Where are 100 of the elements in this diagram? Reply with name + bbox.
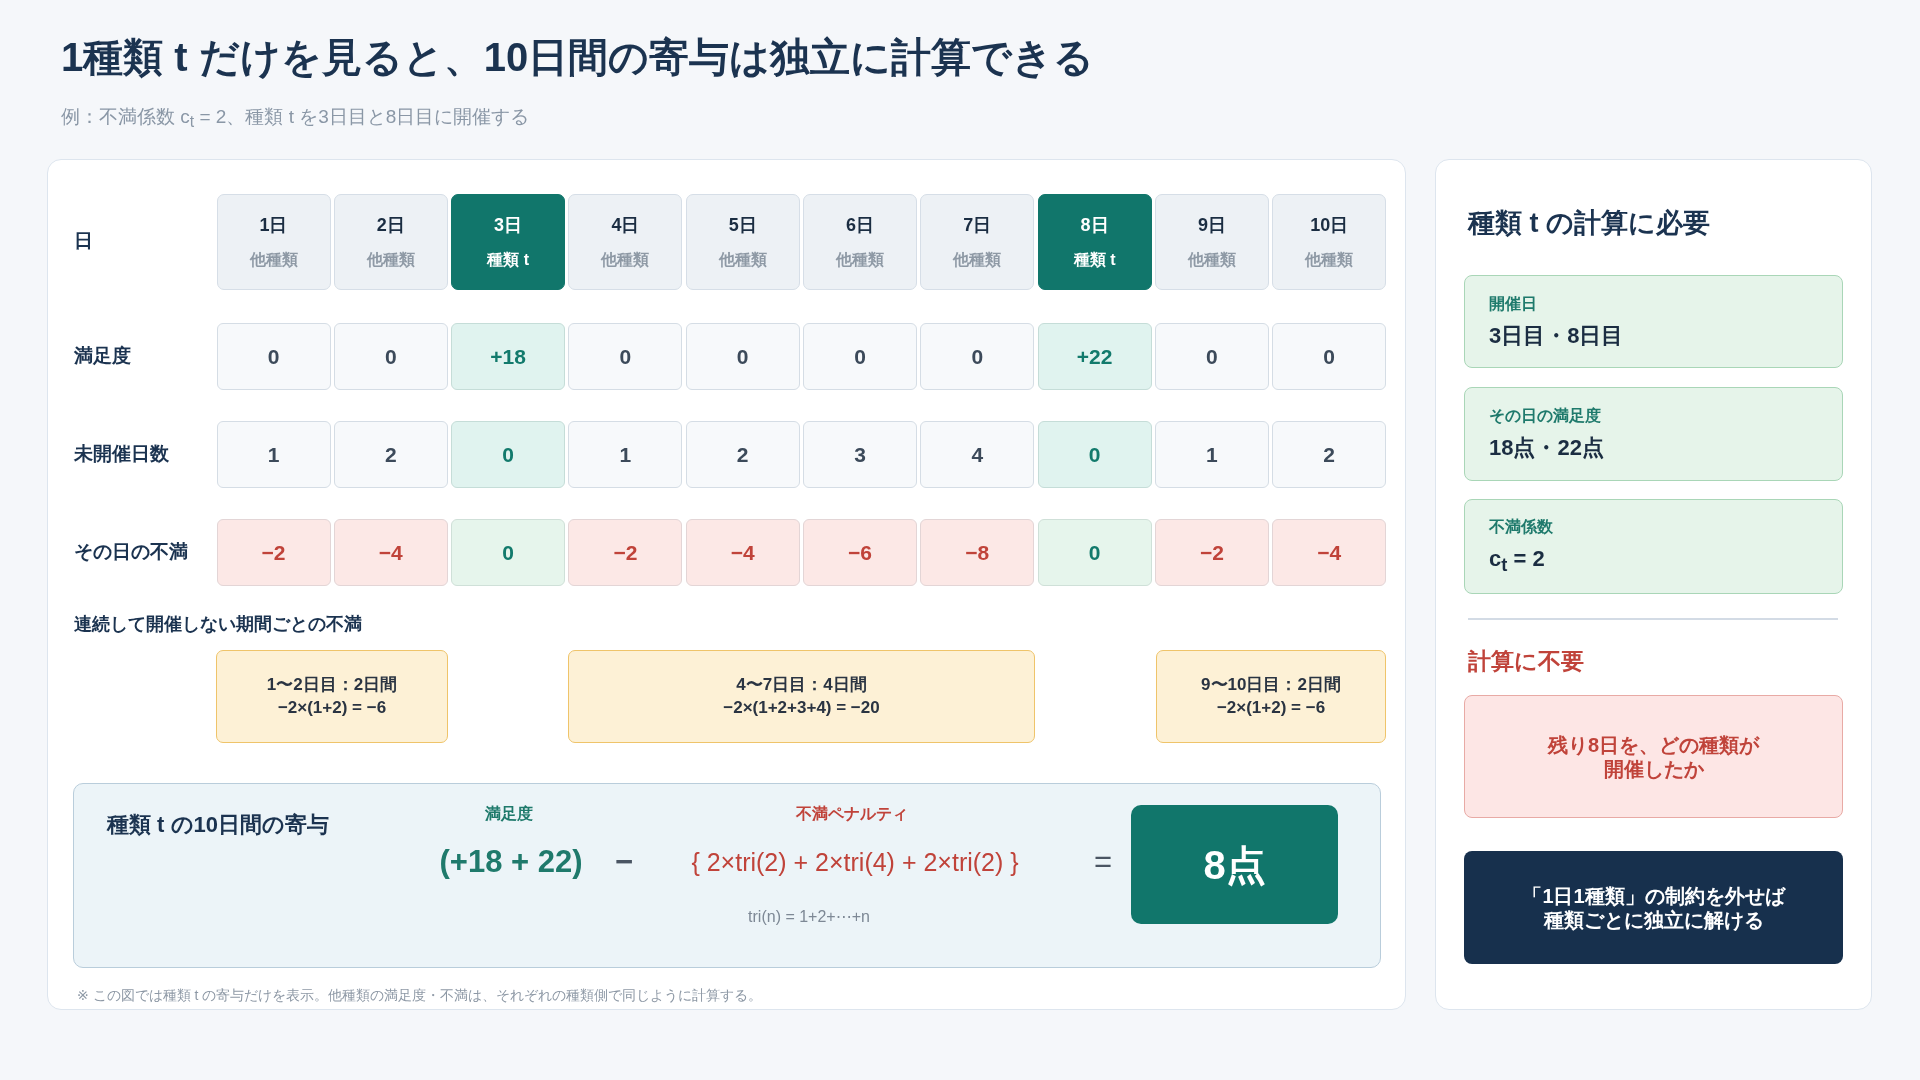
value-cell — [1154, 323, 1269, 390]
day-label: 8日 — [1080, 214, 1109, 237]
formula-note: tri(n) = 1+2+⋯+n — [748, 907, 870, 927]
period-card — [216, 650, 448, 743]
term-caption: 満足度 — [485, 804, 533, 824]
info-card — [1464, 275, 1843, 368]
penalty-cell — [685, 519, 800, 586]
value-cell — [685, 323, 800, 390]
value-text: 0 — [502, 441, 514, 468]
value-text: 0 — [1088, 441, 1101, 468]
penalty-value: 0 — [1088, 539, 1101, 566]
value-text: 1 — [267, 441, 280, 468]
period-range: 9〜10日目：2日間 — [1201, 675, 1341, 696]
content-panel — [47, 159, 1406, 1010]
type-label: 他種類 — [601, 250, 650, 270]
value-cell — [333, 421, 448, 488]
penalty-value: −4 — [378, 539, 403, 566]
penalty-cell — [920, 519, 1035, 586]
value-cell — [920, 421, 1035, 488]
value-text: 2 — [384, 441, 397, 468]
day-label: 10日 — [1310, 214, 1349, 237]
penalty-formula: { 2×tri(2) + 2×tri(4) + 2×tri(2) } — [691, 847, 1019, 877]
minus-sign: − — [614, 843, 634, 881]
value-text: 2 — [1323, 441, 1336, 468]
type-label: 他種類 — [836, 250, 884, 270]
day-header-cell — [920, 194, 1035, 290]
type-label: 他種類 — [953, 250, 1002, 270]
value-cell — [216, 421, 331, 488]
highlighted-day-cell — [1037, 194, 1152, 290]
equals-sign: = — [1093, 843, 1113, 881]
penalty-value: −4 — [1317, 539, 1342, 566]
info-value: 3日目・8日目 — [1489, 322, 1624, 350]
penalty-cell — [216, 519, 331, 586]
subtitle: 例：不満係数 c$_{t}$ = 2、種類 t を3日目と8日目に開催する — [61, 105, 530, 133]
value-text: 3 — [854, 441, 866, 468]
day-label: 4日 — [611, 214, 640, 237]
day-header-cell — [1154, 194, 1269, 290]
row-label: 満足度 — [74, 344, 131, 368]
value-cell — [216, 323, 331, 390]
penalty-value: 0 — [502, 539, 514, 566]
value-text: 0 — [267, 343, 280, 370]
day-label: 1日 — [259, 214, 288, 237]
type-label: 他種類 — [1305, 250, 1354, 270]
value-cell — [803, 323, 917, 390]
penalty-value: −6 — [848, 539, 872, 566]
day-header-cell — [568, 194, 683, 290]
period-formula: −2×(1+2) = −6 — [1216, 697, 1326, 718]
penalty-value: −4 — [730, 539, 755, 566]
conclusion-banner — [1464, 851, 1843, 964]
footnote-text: ※ この図では種類 t の寄与だけを表示。他種類の満足度・不満は、それぞれの種類側で同じように計算する。 — [77, 986, 763, 1004]
value-text: 0 — [854, 343, 866, 370]
conclusion-text: 「1日1種類」の制約を外せば種類ごとに独立に解ける — [1521, 883, 1787, 932]
side-panel — [1435, 159, 1872, 1010]
value-cell — [685, 421, 800, 488]
day-label: 5日 — [728, 214, 757, 237]
value-cell — [803, 421, 917, 488]
panel-heading: 計算に不要 — [1468, 648, 1584, 676]
warning-card — [1464, 695, 1843, 818]
value-text: 2 — [736, 441, 749, 468]
value-text: 0 — [971, 343, 984, 370]
info-label: その日の満足度 — [1489, 406, 1601, 426]
day-label: 2日 — [376, 214, 405, 237]
value-text: 1 — [1206, 441, 1218, 468]
value-text: +22 — [1076, 343, 1113, 370]
highlighted-value-cell — [451, 421, 566, 488]
penalty-cell — [1272, 519, 1387, 586]
value-cell — [1272, 323, 1387, 390]
day-header-cell — [216, 194, 331, 290]
day-header-cell — [803, 194, 917, 290]
section-heading: 連続して開催しない期間ごとの不満 — [74, 614, 362, 636]
period-card — [1156, 650, 1386, 743]
day-label: 9日 — [1197, 214, 1226, 237]
value-text: 1 — [619, 441, 632, 468]
penalty-value: −2 — [1199, 539, 1224, 566]
penalty-cell — [1154, 519, 1269, 586]
penalty-cell — [333, 519, 448, 586]
penalty-value: −2 — [261, 539, 286, 566]
value-text: 0 — [1206, 343, 1218, 370]
panel-heading: 種類 t の計算に必要 — [1468, 206, 1710, 240]
period-formula: −2×(1+2+3+4) = −20 — [723, 697, 880, 718]
period-range: 4〜7日目：4日間 — [736, 675, 867, 696]
satisfaction-sum: (+18 + 22) — [439, 843, 583, 881]
penalty-cell — [803, 519, 917, 586]
info-label: 不満係数 — [1489, 516, 1553, 536]
value-text: 0 — [736, 343, 749, 370]
zero-penalty-cell — [451, 519, 566, 586]
period-formula: −2×(1+2) = −6 — [277, 697, 387, 718]
result-value: 8点 — [1203, 841, 1266, 889]
info-value: 18点・22点 — [1489, 435, 1604, 462]
day-header-cell — [1272, 194, 1387, 290]
value-cell — [920, 323, 1035, 390]
type-label: 他種類 — [1187, 250, 1236, 270]
row-label: その日の不満 — [74, 540, 188, 564]
type-label: 他種類 — [718, 250, 767, 270]
info-label: 開催日 — [1489, 293, 1537, 313]
result-badge — [1131, 805, 1338, 924]
penalty-value: −8 — [965, 539, 990, 566]
type-label: 他種類 — [366, 250, 415, 270]
highlighted-value-cell — [451, 323, 566, 390]
info-value: c$_{t}$ = 2 — [1489, 545, 1545, 577]
